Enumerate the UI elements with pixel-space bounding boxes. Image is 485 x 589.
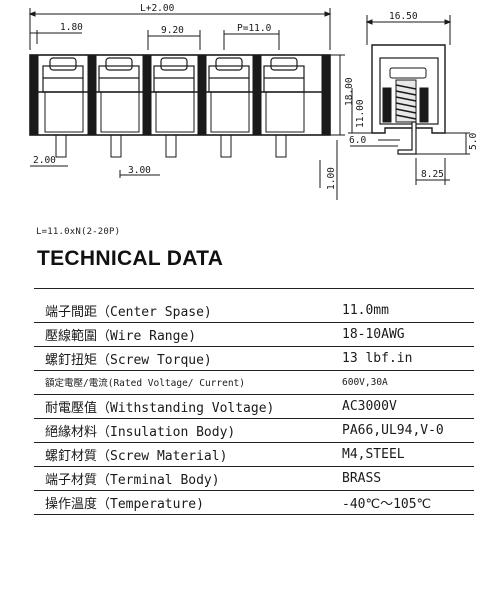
row-label: 額定電壓/電流(Rated Voltage/ Current): [45, 378, 245, 389]
length-formula: L=11.0xN(2-20P): [36, 227, 121, 237]
table-row: 額定電壓/電流(Rated Voltage/ Current) 600V,30A: [34, 371, 474, 393]
row-value: 11.0mm: [342, 302, 389, 318]
row-label: 耐電壓值（Withstanding Voltage): [45, 400, 275, 416]
row-value: PA66,UL94,V-0: [342, 422, 444, 438]
dim-bottom-height: 6.0: [349, 135, 366, 146]
row-value: M4,STEEL: [342, 446, 405, 462]
row-label: 端子材質（Terminal Body): [45, 472, 220, 488]
row-divider: [34, 346, 474, 347]
front-view: [28, 8, 345, 188]
section-title: TECHNICAL DATA: [37, 247, 224, 270]
row-divider: [34, 466, 474, 467]
row-label: 端子間距（Center Spase): [45, 304, 212, 320]
row-value: AC3000V: [342, 398, 397, 414]
table-row: 端子材質（Terminal Body) BRASS: [34, 467, 474, 489]
dim-pin-offset: 2.00: [33, 155, 56, 166]
table-bottom-rule: [34, 514, 474, 515]
row-divider: [34, 394, 474, 395]
row-label: 螺釘扭矩（Screw Torque): [45, 352, 212, 368]
dim-terminal-height: 11.00: [355, 99, 366, 128]
table-row: 耐電壓值（Withstanding Voltage) AC3000V: [34, 395, 474, 417]
table-row: 螺釘材質（Screw Material) M4,STEEL: [34, 443, 474, 465]
dim-pin-row-spacing: 8.25: [421, 169, 444, 180]
row-divider: [34, 322, 474, 323]
table-row: 操作溫度（Temperature) -40℃～105℃: [34, 491, 474, 513]
table-row: 端子間距（Center Spase) 11.0mm: [34, 299, 474, 321]
row-divider: [34, 490, 474, 491]
row-value: 13 lbf.in: [342, 350, 413, 366]
row-divider: [34, 370, 474, 371]
dim-barrier-width: 9.20: [161, 25, 184, 36]
row-divider: [34, 442, 474, 443]
row-label: 操作溫度（Temperature): [45, 496, 204, 512]
dim-pin-gap: 3.00: [128, 165, 151, 176]
technical-drawing: L+2.00 1.80 9.20 P=11.0 2.00 3.00 18.00 …: [28, 3, 479, 200]
row-label: 螺釘材質（Screw Material): [45, 448, 228, 464]
dim-depth: 16.50: [389, 11, 418, 22]
dim-pin-width: 1.00: [326, 167, 337, 190]
dim-edge-offset: 1.80: [60, 22, 83, 33]
row-label: 絕緣材料（Insulation Body): [45, 424, 236, 440]
side-view: [336, 15, 470, 200]
dim-height: 18.00: [344, 77, 355, 106]
row-value: -40℃～105℃: [342, 496, 432, 512]
row-label: 壓線範圍（Wire Range): [45, 328, 197, 344]
table-row: 壓線範圍（Wire Range) 18-10AWG: [34, 323, 474, 345]
table-row: 螺釘扭矩（Screw Torque) 13 lbf.in: [34, 347, 474, 369]
table-top-rule: [34, 288, 474, 289]
dim-overall-length: L+2.00: [140, 3, 175, 14]
row-value: BRASS: [342, 470, 382, 486]
row-value: 600V,30A: [342, 376, 388, 388]
dim-pitch: P=11.0: [237, 23, 272, 34]
row-value: 18-10AWG: [342, 326, 405, 342]
table-row: 絕緣材料（Insulation Body) PA66,UL94,V-0: [34, 419, 474, 441]
row-divider: [34, 418, 474, 419]
dim-pin-length: 5.0: [468, 133, 479, 150]
